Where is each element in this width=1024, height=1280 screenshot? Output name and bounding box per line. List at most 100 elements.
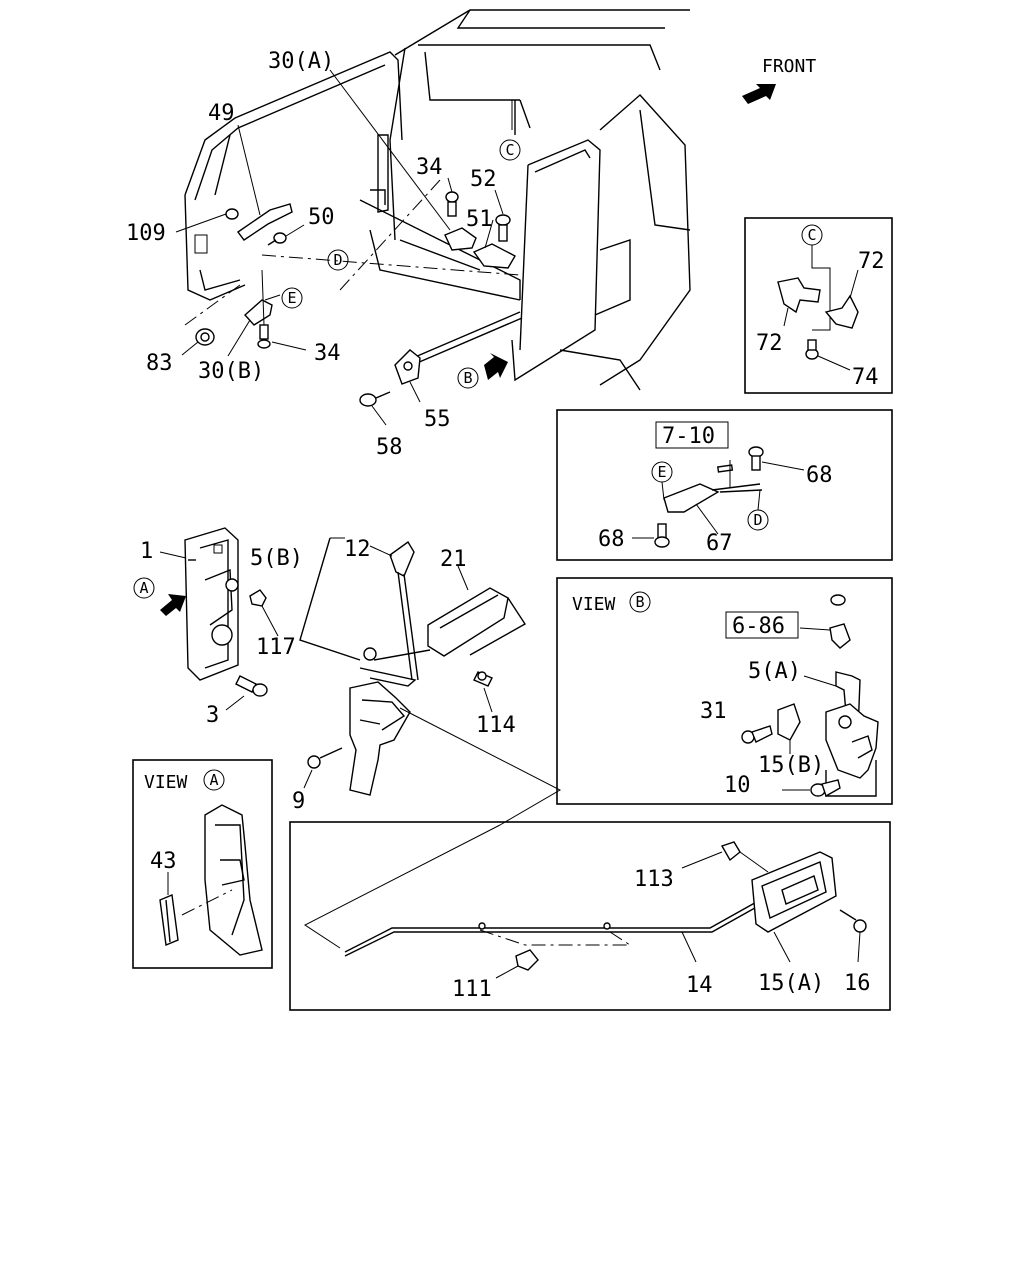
detail-box-view-b: VIEW B 6-86 5(A) 31 15(B) 10 [556, 577, 893, 805]
label-52: 52 [470, 167, 497, 192]
label-43: 43 [150, 849, 177, 874]
label-72-left: 72 [756, 331, 783, 356]
part-latch-view-b [825, 703, 879, 779]
part-74-bolt [805, 339, 819, 360]
label-7-10: 7-10 [662, 424, 715, 449]
view-b-arrow-icon [484, 353, 508, 380]
part-43-seal [159, 894, 179, 946]
label-10: 10 [724, 773, 751, 798]
part-68-bolt-bottom [654, 523, 670, 548]
part-16-screw [839, 909, 867, 933]
label-3: 3 [206, 703, 219, 728]
front-arrow-icon [742, 84, 776, 104]
label-31: 31 [700, 699, 727, 724]
label-50: 50 [308, 205, 335, 230]
part-10-bolt [810, 779, 841, 798]
part-21-actuator [427, 587, 509, 657]
leader-lines-top [175, 69, 521, 426]
label-74: 74 [852, 365, 879, 390]
label-6-86: 6-86 [732, 614, 785, 639]
svg-text:A: A [139, 579, 148, 597]
part-72-bracket-left [777, 277, 821, 314]
view-a-arrow-icon [160, 594, 186, 616]
part-83-grommet [195, 328, 215, 346]
view-a-title: VIEW [144, 772, 188, 793]
label-67: 67 [706, 531, 733, 556]
detail-box-view-a: VIEW A 43 [132, 759, 273, 969]
detail-box-linkage: 7-10 E D 68 68 67 [556, 409, 893, 561]
svg-text:D: D [333, 251, 342, 269]
label-114: 114 [476, 713, 516, 738]
part-113-clip [720, 841, 741, 862]
svg-text:E: E [287, 289, 296, 307]
label-5a: 5(A) [748, 659, 801, 684]
label-30b: 30(B) [198, 359, 264, 384]
view-b-title: VIEW [572, 594, 616, 615]
part-111-clip [515, 949, 539, 971]
label-51: 51 [466, 207, 493, 232]
detail-box-inner-handle: 113 111 14 15(A) 16 [289, 821, 891, 1011]
part-31-bolt [741, 725, 773, 744]
svg-text:D: D [753, 511, 762, 529]
marker-d-top: D [327, 249, 349, 271]
label-21: 21 [440, 547, 467, 572]
marker-c-top: C [499, 139, 521, 161]
part-109-clip [225, 208, 239, 220]
detail-box-c: C 72 72 74 [744, 217, 893, 394]
part-9-screw [307, 747, 343, 769]
label-12: 12 [344, 537, 371, 562]
part-1-view-a-housing [204, 804, 263, 956]
label-9: 9 [292, 789, 305, 814]
label-58: 58 [376, 435, 403, 460]
part-14-cable [344, 899, 761, 953]
label-34-bottom: 34 [314, 341, 341, 366]
label-15b: 15(B) [758, 753, 824, 778]
label-72-right: 72 [858, 249, 885, 274]
svg-text:C: C [505, 141, 514, 159]
part-67-actuator [663, 483, 720, 513]
part-55-link-rod [394, 311, 523, 385]
front-label: FRONT [762, 56, 816, 77]
part-51-striker [472, 243, 516, 269]
part-1-lock-housing [184, 527, 239, 681]
part-30b-striker [244, 299, 273, 326]
label-83: 83 [146, 351, 173, 376]
part-68-bolt-top [748, 446, 764, 471]
part-52-bolt [495, 214, 511, 242]
label-15a: 15(A) [758, 971, 824, 996]
svg-text:C: C [807, 226, 816, 244]
marker-e-top: E [281, 287, 303, 309]
label-5b: 5(B) [250, 546, 303, 571]
label-49: 49 [208, 101, 235, 126]
part-50-screw [267, 232, 287, 246]
label-109: 109 [126, 221, 166, 246]
svg-text:B: B [635, 593, 644, 611]
part-117-washer [249, 589, 267, 607]
marker-b-top: B [457, 367, 479, 389]
label-14: 14 [686, 973, 713, 998]
svg-text:B: B [463, 369, 472, 387]
label-55: 55 [424, 407, 451, 432]
part-15b-clip [777, 703, 801, 741]
label-68-right: 68 [806, 463, 833, 488]
part-latch-body [349, 681, 411, 796]
svg-text:E: E [657, 463, 666, 481]
part-34-bolt-lower [257, 324, 271, 349]
latch-assembly: A [133, 527, 562, 826]
label-111: 111 [452, 977, 492, 1002]
label-34-top: 34 [416, 155, 443, 180]
label-16: 16 [844, 971, 871, 996]
svg-text:A: A [209, 771, 218, 789]
part-12-control-rod [389, 540, 415, 577]
part-114-bolt [473, 671, 493, 687]
part-49-outer-handle [237, 203, 293, 241]
part-30a-striker [444, 227, 477, 251]
label-1: 1 [140, 539, 153, 564]
label-68-left: 68 [598, 527, 625, 552]
vehicle-body-drawing [184, 9, 691, 391]
part-6-86-clip [829, 594, 851, 649]
part-34-bolt-upper [445, 191, 459, 217]
label-113: 113 [634, 867, 674, 892]
part-58-screw [359, 391, 391, 407]
